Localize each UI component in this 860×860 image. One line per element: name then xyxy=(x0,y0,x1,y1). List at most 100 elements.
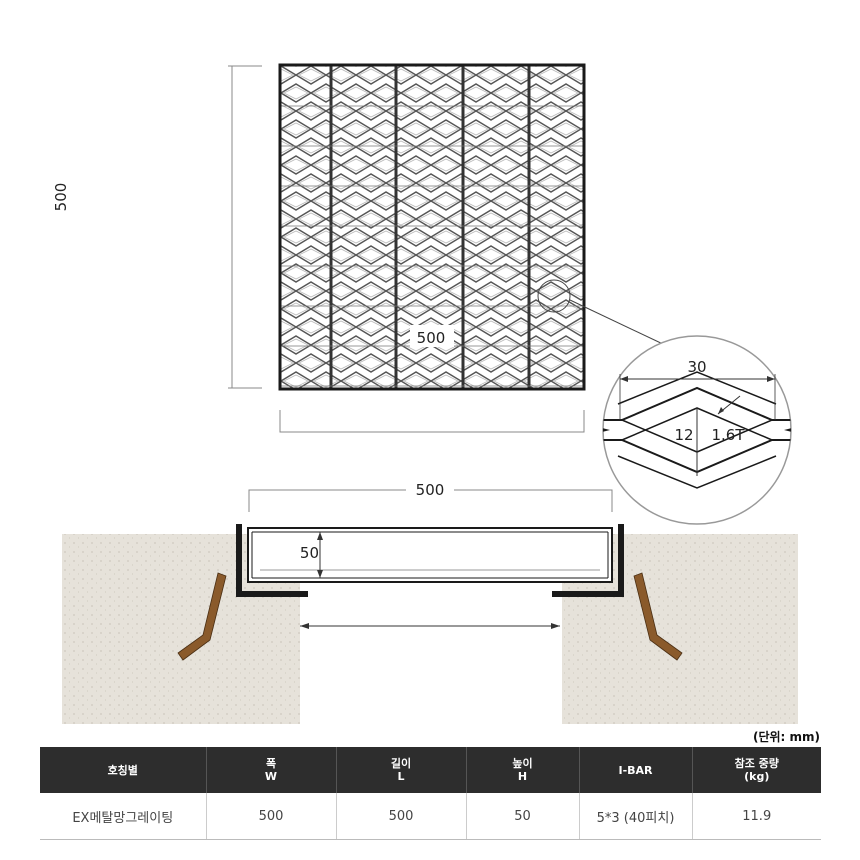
mesh-cell-inner xyxy=(343,302,369,316)
mesh-cell-inner xyxy=(254,231,278,243)
mesh-cell-inner xyxy=(358,320,384,334)
mesh-cell xyxy=(504,66,508,67)
mesh-cell-inner xyxy=(254,195,278,207)
mesh-cell-inner xyxy=(614,339,638,351)
mesh-cell-inner xyxy=(343,230,369,244)
mesh-cell-inner xyxy=(328,212,354,226)
mesh-cell-inner xyxy=(328,104,354,118)
mesh-cell-inner xyxy=(479,393,503,405)
mesh-cell xyxy=(564,66,568,67)
mesh-cell-inner xyxy=(299,393,323,405)
mesh-cell-inner xyxy=(343,158,369,172)
mesh-cell xyxy=(596,210,626,228)
mesh-cell-inner xyxy=(403,374,429,388)
mesh-cell-inner xyxy=(284,51,308,63)
mesh-cell-inner xyxy=(538,284,564,298)
mesh-cell-inner xyxy=(418,356,444,370)
mesh-cell-inner xyxy=(403,230,429,244)
mesh-cell-inner xyxy=(569,393,593,405)
mesh-cell-inner xyxy=(373,374,399,388)
mesh-cell-inner xyxy=(508,284,534,298)
mesh-cell-inner xyxy=(448,68,474,82)
mesh-cell-inner xyxy=(328,68,354,82)
mesh-cell-inner xyxy=(599,69,623,81)
mesh-cell xyxy=(294,66,298,67)
mesh-cell-inner xyxy=(568,320,583,334)
mesh-cell-inner xyxy=(584,195,608,207)
mesh-cell xyxy=(566,390,596,408)
mesh-cell-inner xyxy=(463,338,489,352)
angle-frame-left-vertical xyxy=(236,524,242,597)
mesh-cell-inner xyxy=(538,356,564,370)
mesh-cell-inner xyxy=(509,393,533,405)
mesh-cell-inner xyxy=(493,122,519,136)
mesh-cell-inner xyxy=(373,194,399,208)
mesh-cell xyxy=(281,380,283,382)
mesh-cell-inner xyxy=(358,284,384,298)
mesh-cell-inner xyxy=(373,86,399,100)
mesh-cell-inner xyxy=(493,266,519,280)
mesh-cell-inner xyxy=(584,159,608,171)
i-bar-vertical xyxy=(527,66,531,388)
mesh-cell xyxy=(384,66,388,67)
mesh-cell xyxy=(356,390,386,408)
mesh-cell-inner xyxy=(313,374,339,388)
mesh-cell-inner xyxy=(343,194,369,208)
mesh-cell-inner xyxy=(313,158,339,172)
mesh-cell-inner xyxy=(281,248,294,262)
mesh-cell-inner xyxy=(538,68,564,82)
mesh-cell-inner xyxy=(344,51,368,63)
table-row: EX메탈망그레이팅 500 500 50 5*3 (40피치) 11.9 xyxy=(40,793,821,840)
mesh-cell xyxy=(564,173,583,193)
mesh-cell-inner xyxy=(614,87,638,99)
mesh-cell xyxy=(611,156,641,174)
mesh-cell-inner xyxy=(553,158,579,172)
mesh-cell-inner xyxy=(568,68,583,82)
height-dimension-label: 500 xyxy=(52,183,70,212)
mesh-cell-inner xyxy=(553,374,579,388)
mesh-cell-inner xyxy=(599,321,623,333)
mesh-cell-inner xyxy=(568,356,583,370)
i-bar-vertical xyxy=(329,66,333,388)
mesh-cell-inner xyxy=(313,302,339,316)
mesh-cell-inner xyxy=(493,302,519,316)
section-height-dimension-label: 50 xyxy=(300,544,319,562)
mesh-cell-inner xyxy=(283,266,309,280)
mesh-cell-inner xyxy=(374,51,398,63)
mesh-cell xyxy=(596,66,626,84)
mesh-height-dimension-label: 12 xyxy=(674,426,693,444)
cell-ibar: 5*3 (40피치) xyxy=(579,793,693,840)
mesh-cell xyxy=(611,264,641,282)
mesh-cell-inner xyxy=(433,374,459,388)
mesh-cell-inner xyxy=(523,338,549,352)
mesh-cell xyxy=(281,272,283,274)
mesh-cell xyxy=(611,84,641,102)
mesh-cell-inner xyxy=(508,176,534,190)
mesh-detail-view: 30 12 1.6T xyxy=(602,335,792,525)
mesh-cell-inner xyxy=(254,123,278,135)
mesh-cell-inner xyxy=(464,51,488,63)
mesh-cell-inner xyxy=(478,284,504,298)
inner-dimension-bg xyxy=(410,325,454,347)
mesh-cell-inner xyxy=(523,302,549,316)
pitch-dimension-label: 30 xyxy=(687,358,706,376)
i-bar-vertical xyxy=(394,66,398,388)
mesh-cell xyxy=(611,336,641,354)
mesh-cell-inner xyxy=(523,158,549,172)
mesh-cell-inner xyxy=(329,393,353,405)
mesh-cell-inner xyxy=(254,375,278,387)
mesh-cell-inner xyxy=(614,195,638,207)
mesh-cell-inner xyxy=(614,231,638,243)
mesh-cell xyxy=(611,300,641,318)
mesh-cell-inner xyxy=(568,212,583,226)
mesh-cell-inner xyxy=(584,267,608,279)
mesh-cell-inner xyxy=(553,266,579,280)
mesh-cell-inner xyxy=(313,266,339,280)
mesh-cell-inner xyxy=(538,176,564,190)
mesh-cell-inner xyxy=(553,338,579,352)
mesh-cell xyxy=(536,390,566,408)
mesh-cell-inner xyxy=(358,104,384,118)
mesh-cell-inner xyxy=(538,104,564,118)
mesh-cell-inner xyxy=(358,176,384,190)
mesh-cell-inner xyxy=(463,230,489,244)
